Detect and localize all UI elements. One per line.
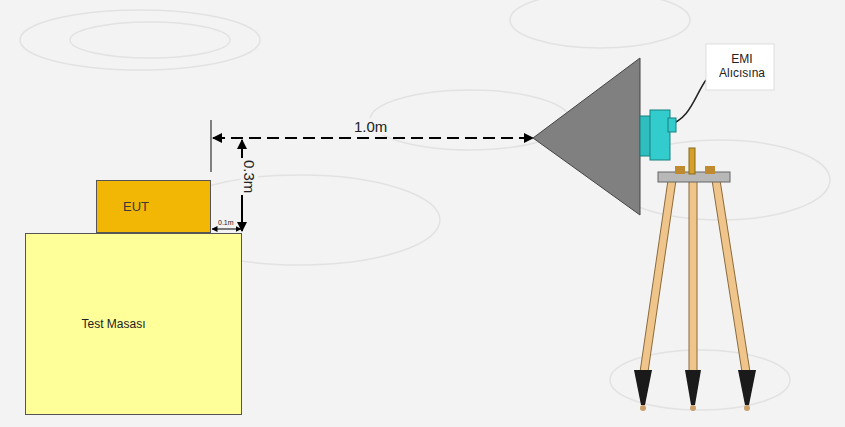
connector xyxy=(668,118,676,132)
waveguide-adapter xyxy=(650,110,670,160)
node-text: EUT xyxy=(123,199,149,214)
receiver-label-box xyxy=(706,44,774,90)
distance-arrow xyxy=(213,137,533,139)
height-label: 0.3m xyxy=(241,158,258,195)
node-text: Test Masası xyxy=(81,317,145,331)
reference-line xyxy=(210,120,211,172)
receiver-label: EMI Alıcısına xyxy=(713,53,771,81)
test-table: Test Masası xyxy=(25,233,242,415)
mount-post xyxy=(689,148,695,174)
tripod xyxy=(640,180,750,372)
distance-label: 1.0m xyxy=(352,118,389,135)
offset-arrow xyxy=(212,229,241,230)
tripod-feet xyxy=(634,370,756,411)
tripod-clamp xyxy=(705,166,715,174)
eut-box: EUT xyxy=(96,180,211,233)
horn-antenna xyxy=(533,58,640,215)
offset-label: 0.1m xyxy=(216,219,236,227)
tripod-clamp xyxy=(675,166,685,174)
